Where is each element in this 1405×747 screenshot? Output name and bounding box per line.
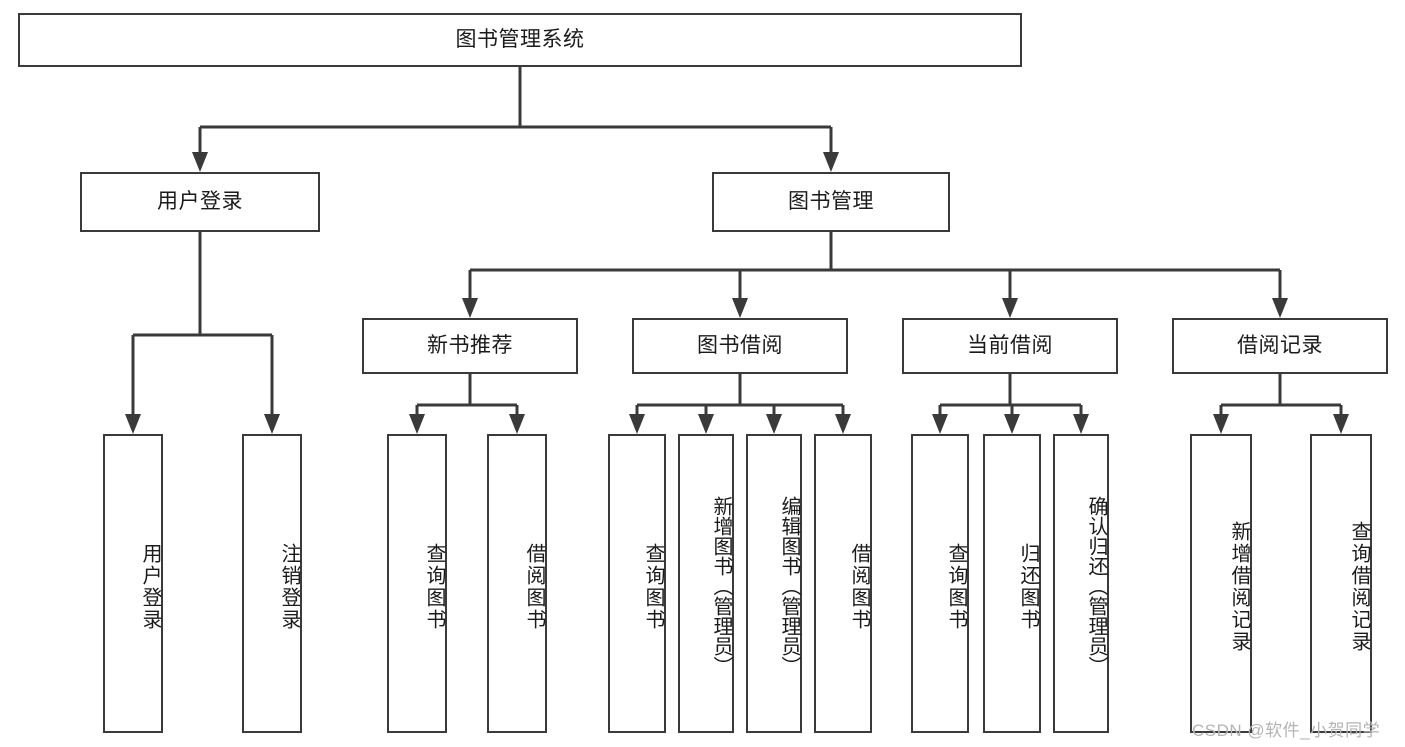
leaves-node[interactable]: 新增图书（管理员） [678,434,734,733]
watermark-text: CSDN @软件_小贺同学 [1192,721,1381,740]
leaves-node[interactable]: 借阅图书 [814,434,872,733]
leaves-node[interactable]: 借阅图书 [487,434,547,733]
level1-node[interactable]: 用户登录 [80,172,320,232]
leaves-node[interactable]: 查询借阅记录 [1310,434,1372,733]
leaves-node[interactable]: 查询图书 [911,434,969,733]
level1-node[interactable]: 图书管理 [712,172,950,232]
leaves-node[interactable]: 归还图书 [983,434,1041,733]
leaves-node[interactable]: 确认归还（管理员） [1053,434,1109,733]
root-node[interactable]: 图书管理系统 [18,13,1022,67]
leaves-node[interactable]: 用户登录 [103,434,163,733]
leaves-node[interactable]: 新增借阅记录 [1190,434,1252,733]
level2-node[interactable]: 图书借阅 [632,318,848,374]
leaves-node[interactable]: 查询图书 [608,434,666,733]
leaves-node[interactable]: 查询图书 [387,434,447,733]
leaves-node[interactable]: 编辑图书（管理员） [746,434,802,733]
level2-node[interactable]: 当前借阅 [902,318,1118,374]
level2-node[interactable]: 新书推荐 [362,318,578,374]
level2-node[interactable]: 借阅记录 [1172,318,1388,374]
leaves-node[interactable]: 注销登录 [242,434,302,733]
